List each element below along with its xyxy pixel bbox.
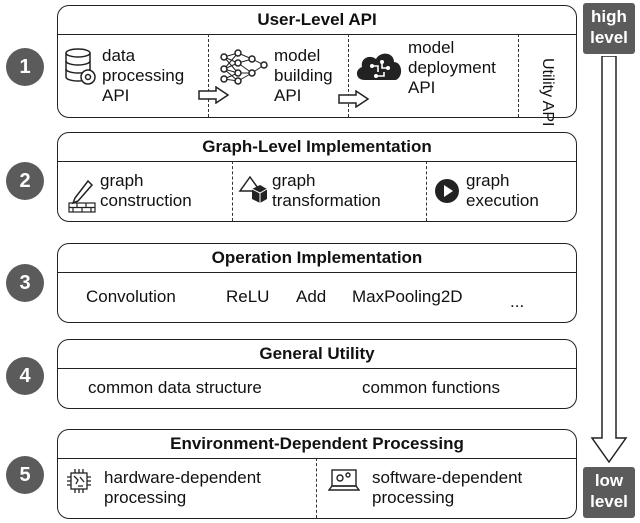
layer-title: General Utility	[58, 340, 576, 369]
shape-transform-icon	[238, 175, 268, 207]
general-utility-layer: General Utility common data structure co…	[57, 339, 577, 409]
layer-5-badge: 5	[6, 456, 44, 494]
layer-4-badge: 4	[6, 357, 44, 395]
label-line: graph	[272, 171, 316, 190]
cloud-brain-icon	[354, 50, 404, 84]
label-line: API	[408, 77, 436, 97]
layer-2-badge: 2	[6, 162, 44, 200]
label-line: low	[594, 471, 624, 490]
graph-execution: graph execution	[434, 161, 574, 221]
label-line: level	[590, 492, 628, 511]
label-line: data	[102, 45, 136, 65]
label-line: processing	[372, 488, 455, 507]
laptop-gear-icon	[328, 468, 360, 494]
graph-construction: graph construction	[68, 161, 232, 221]
label-line: execution	[466, 191, 539, 210]
label-line: processing	[104, 488, 187, 507]
model-deployment-api: model deployment API	[354, 34, 514, 117]
common-functions: common functions	[362, 378, 500, 397]
op-convolution: Convolution	[86, 287, 176, 306]
label-line: level	[590, 28, 628, 47]
layer-1-badge: 1	[6, 48, 44, 86]
high-level-label: high level	[583, 3, 635, 54]
down-arrow-icon	[590, 55, 628, 469]
divider	[426, 161, 427, 221]
label-line: software-dependent	[372, 468, 523, 487]
label-line: construction	[100, 191, 192, 210]
op-add: Add	[296, 287, 327, 306]
label-line: processing	[102, 65, 185, 85]
hardware-dependent-processing: hardware-dependent processing	[66, 458, 316, 518]
utility-api-label: Utility API	[539, 57, 556, 126]
graph-transformation: graph transformation	[238, 161, 422, 221]
database-gear-icon	[62, 47, 98, 87]
label-line: graph	[100, 171, 144, 190]
divider	[316, 458, 317, 518]
chip-icon	[66, 468, 92, 494]
pencil-brick-icon	[68, 179, 96, 213]
layer-title: User-Level API	[58, 6, 576, 35]
divider	[232, 161, 233, 221]
layer-title: Operation Implementation	[58, 244, 576, 273]
label-line: API	[274, 85, 302, 105]
label-line: model	[408, 37, 455, 57]
op-maxpooling2d: MaxPooling2D	[352, 287, 463, 306]
layer-3-badge: 3	[6, 264, 44, 302]
neural-network-icon	[218, 48, 270, 85]
right-arrow-icon	[198, 85, 230, 110]
label-line: transformation	[272, 191, 381, 210]
low-level-label: low level	[583, 467, 635, 518]
op-more: ...	[510, 292, 525, 311]
op-relu: ReLU	[226, 287, 270, 306]
label-line: model	[274, 45, 321, 65]
data-processing-api: data processing API	[62, 34, 208, 117]
label-line: graph	[466, 171, 510, 190]
label-line: high	[591, 7, 627, 26]
divider	[518, 34, 519, 117]
utility-api: Utility API	[520, 34, 574, 126]
label-line: building	[274, 65, 333, 85]
graph-level-implementation-layer: Graph-Level Implementation graph constru…	[57, 132, 577, 222]
play-icon	[434, 178, 460, 204]
common-data-structure: common data structure	[88, 378, 262, 397]
layer-title: Graph-Level Implementation	[58, 133, 576, 162]
label-line: hardware-dependent	[104, 468, 261, 487]
label-line: API	[102, 85, 130, 105]
model-building-api: model building API	[218, 34, 346, 117]
layer-title: Environment-Dependent Processing	[58, 430, 576, 459]
label-line: deployment	[408, 57, 496, 77]
right-arrow-icon	[338, 89, 370, 114]
divider	[348, 34, 349, 117]
software-dependent-processing: software-dependent processing	[328, 458, 574, 518]
user-level-api-layer: User-Level API data processing API	[57, 5, 577, 126]
environment-dependent-processing-layer: Environment-Dependent Processing hardwar…	[57, 429, 577, 519]
divider	[208, 34, 209, 117]
operation-implementation-layer: Operation Implementation Convolution ReL…	[57, 243, 577, 323]
